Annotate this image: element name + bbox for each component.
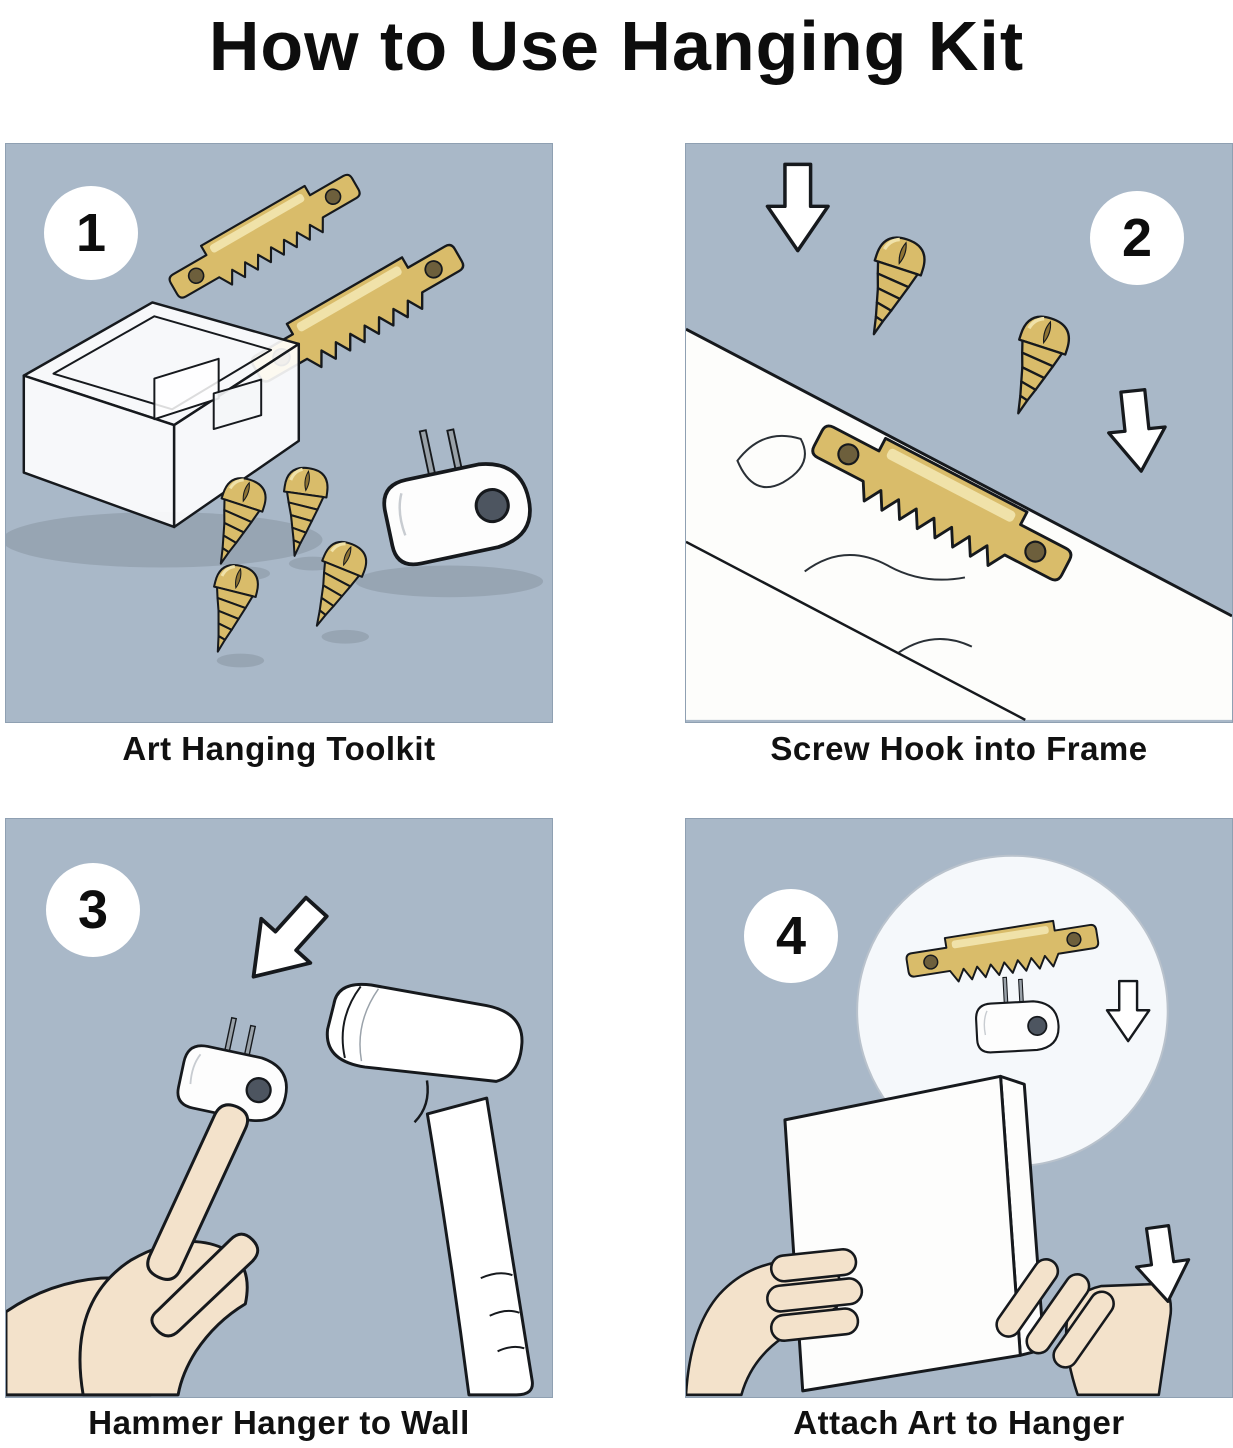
step-4-number-badge: 4: [744, 889, 838, 983]
step-2-number-badge: 2: [1090, 191, 1184, 285]
down-arrow-icon: [765, 162, 830, 253]
step-1-number-badge: 1: [44, 186, 138, 280]
right-hand-icon: [995, 1258, 1173, 1397]
step-2-caption: Screw Hook into Frame: [770, 730, 1148, 767]
step-4-panel: 4: [685, 818, 1233, 1398]
screw-icon: [197, 559, 264, 659]
step-3-caption: Hammer Hanger to Wall: [88, 1404, 470, 1441]
left-hand-icon: [686, 1248, 864, 1397]
step-1-caption: Art Hanging Toolkit: [122, 730, 436, 767]
hammer-handle: [425, 1096, 534, 1397]
step-3-number-badge: 3: [46, 863, 140, 957]
step-1-illustration: [6, 162, 544, 668]
down-arrow-icon: [1102, 386, 1172, 476]
index-finger: [146, 1103, 249, 1281]
step-3-illustration: [6, 882, 534, 1397]
canvas-icon: [783, 1074, 1046, 1393]
page-title: How to Use Hanging Kit: [208, 7, 1025, 85]
hand-icon: [6, 1103, 260, 1397]
screw-icon: [995, 309, 1077, 424]
step-number: 1: [75, 203, 107, 263]
step-number: 3: [77, 880, 109, 940]
sawtooth-hanger-icon: [161, 162, 370, 312]
plastic-box-icon: [22, 301, 301, 529]
thumb: [150, 1232, 260, 1338]
step-4-illustration: [686, 854, 1196, 1397]
wall-hook-icon: [368, 410, 539, 571]
step-4-caption: Attach Art to Hanger: [793, 1404, 1125, 1441]
step-2-illustration: [686, 162, 1232, 721]
hook-shadow: [355, 565, 544, 598]
step-2-panel: 2: [685, 143, 1233, 723]
down-left-arrow-icon: [227, 882, 343, 1001]
step-number: 4: [775, 906, 807, 966]
step-3-panel: 3: [5, 818, 553, 1398]
hammer-head: [325, 982, 524, 1124]
screw-icon: [851, 230, 932, 345]
step-number: 2: [1121, 208, 1153, 268]
step-1-panel: 1: [5, 143, 553, 723]
hammer-icon: [325, 982, 534, 1397]
